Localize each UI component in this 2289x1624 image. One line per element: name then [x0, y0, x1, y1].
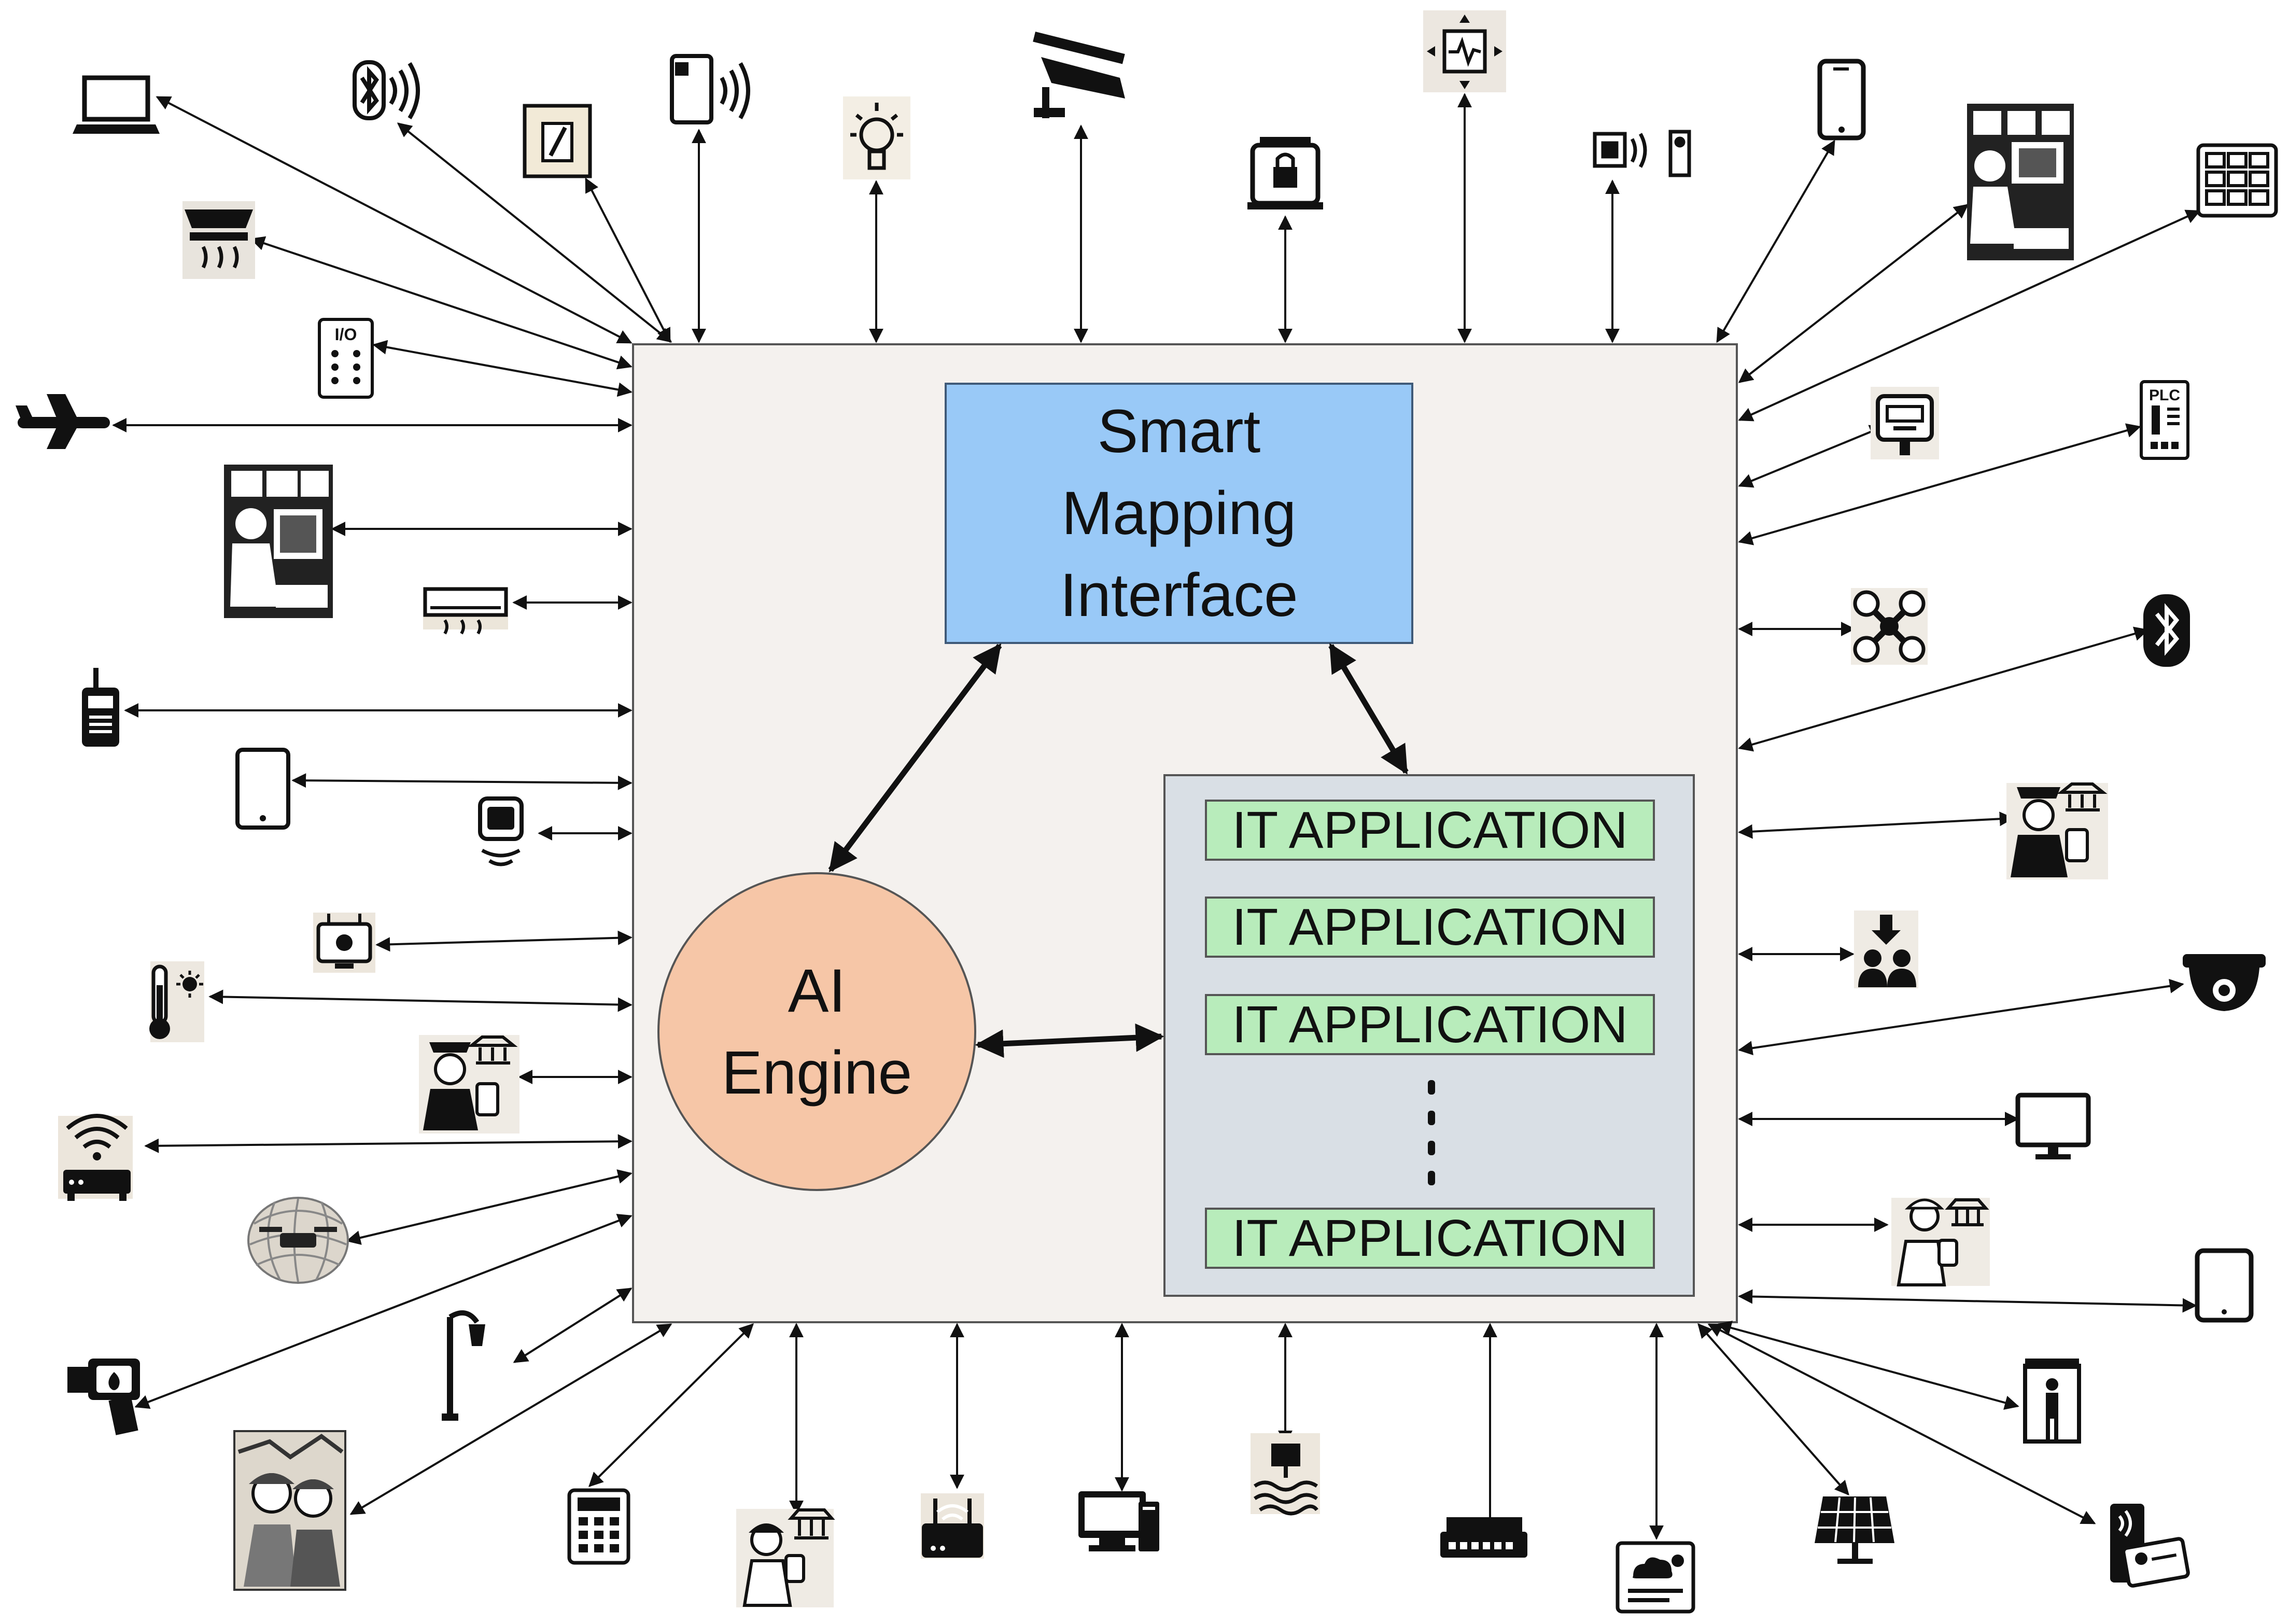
bluetooth-icon	[2143, 594, 2190, 667]
device-links	[112, 93, 2201, 1540]
control-room-operator-icon	[1967, 104, 2074, 260]
tourist-guide-icon	[736, 1508, 835, 1607]
evacuation-icon	[1854, 911, 1918, 988]
plc-label: PLC	[2149, 387, 2180, 404]
ellipsis-dot	[1428, 1141, 1435, 1155]
weather-display-icon	[1616, 1541, 1695, 1614]
walkie-talkie-icon	[82, 668, 119, 747]
thermometer-icon	[149, 961, 204, 1042]
desktop-computer-icon	[1078, 1491, 1159, 1551]
smart-meter-icon	[1871, 387, 1939, 459]
smartphone-icon	[1817, 59, 1866, 141]
weather-station-icon	[313, 913, 375, 973]
it-application-box: IT APPLICATION	[1205, 800, 1655, 861]
smart-mapping-interface: Smart Mapping Interface	[945, 383, 1413, 644]
smart-mapping-line-2: Mapping	[1061, 479, 1297, 548]
security-guard-icon	[2006, 782, 2108, 879]
solar-panel-icon	[1815, 1496, 1894, 1564]
badge-reader-icon	[2110, 1504, 2190, 1588]
calculator-keypad-icon	[567, 1488, 630, 1565]
air-conditioner-icon	[423, 587, 508, 635]
thermal-camera-icon	[67, 1359, 140, 1435]
airplane-icon	[16, 394, 110, 449]
bluetooth-speaker-icon	[353, 60, 420, 120]
arrow-ai-smart	[828, 643, 1002, 873]
quadcopter-icon	[1851, 588, 1928, 665]
monitor-icon	[2015, 1093, 2091, 1159]
io-module-icon: I/O	[318, 318, 374, 399]
security-camera-icon	[1033, 32, 1125, 118]
wifi-router-icon	[58, 1114, 133, 1201]
ellipsis-dot	[1428, 1111, 1435, 1125]
smart-mapping-line-3: Interface	[1060, 561, 1298, 629]
ellipsis-dot	[1428, 1080, 1435, 1095]
ai-engine-line-2: Engine	[721, 1038, 912, 1107]
tourists-icon	[233, 1430, 346, 1591]
smart-bulb-icon	[843, 96, 910, 179]
rfid-reader-icon	[1593, 130, 1691, 177]
smart-mapping-line-1: Smart	[1097, 397, 1261, 466]
laptop-icon	[73, 75, 160, 134]
tablet-icon	[235, 748, 290, 830]
surveillance-operator-icon	[224, 465, 333, 618]
it-application-box: IT APPLICATION	[1205, 1208, 1655, 1269]
plc-icon: PLC	[2140, 380, 2189, 460]
lock-device-icon	[1247, 137, 1323, 209]
drone-net-icon	[247, 1197, 349, 1284]
ai-engine: AI Engine	[657, 872, 976, 1191]
it-application-box: IT APPLICATION	[1205, 994, 1655, 1055]
network-switch-icon	[1440, 1517, 1527, 1558]
tablet-device-icon	[2195, 1248, 2254, 1323]
io-module-label: I/O	[335, 325, 357, 344]
keypad-icon	[2196, 143, 2278, 218]
nfc-card-icon	[670, 54, 750, 124]
ellipsis-dot	[1428, 1171, 1435, 1185]
wearable-sensor-icon	[478, 796, 524, 866]
wifi-modem-icon	[921, 1493, 984, 1559]
flood-sensor-icon	[1251, 1433, 1320, 1516]
dome-camera-icon	[2183, 954, 2266, 1011]
it-application-box: IT APPLICATION	[1205, 897, 1655, 958]
smart-switch-icon	[523, 104, 592, 178]
hiker-icon	[1891, 1198, 1990, 1286]
body-scanner-icon	[2023, 1359, 2081, 1444]
smoke-detector-icon	[182, 201, 255, 279]
street-lamp-icon	[442, 1310, 485, 1421]
police-officer-icon	[419, 1035, 519, 1133]
sensor-hub-icon	[1423, 10, 1506, 92]
arrow-ai-apps	[975, 1023, 1164, 1058]
ai-engine-line-1: AI	[788, 956, 846, 1025]
arrow-smart-apps	[1328, 643, 1409, 775]
